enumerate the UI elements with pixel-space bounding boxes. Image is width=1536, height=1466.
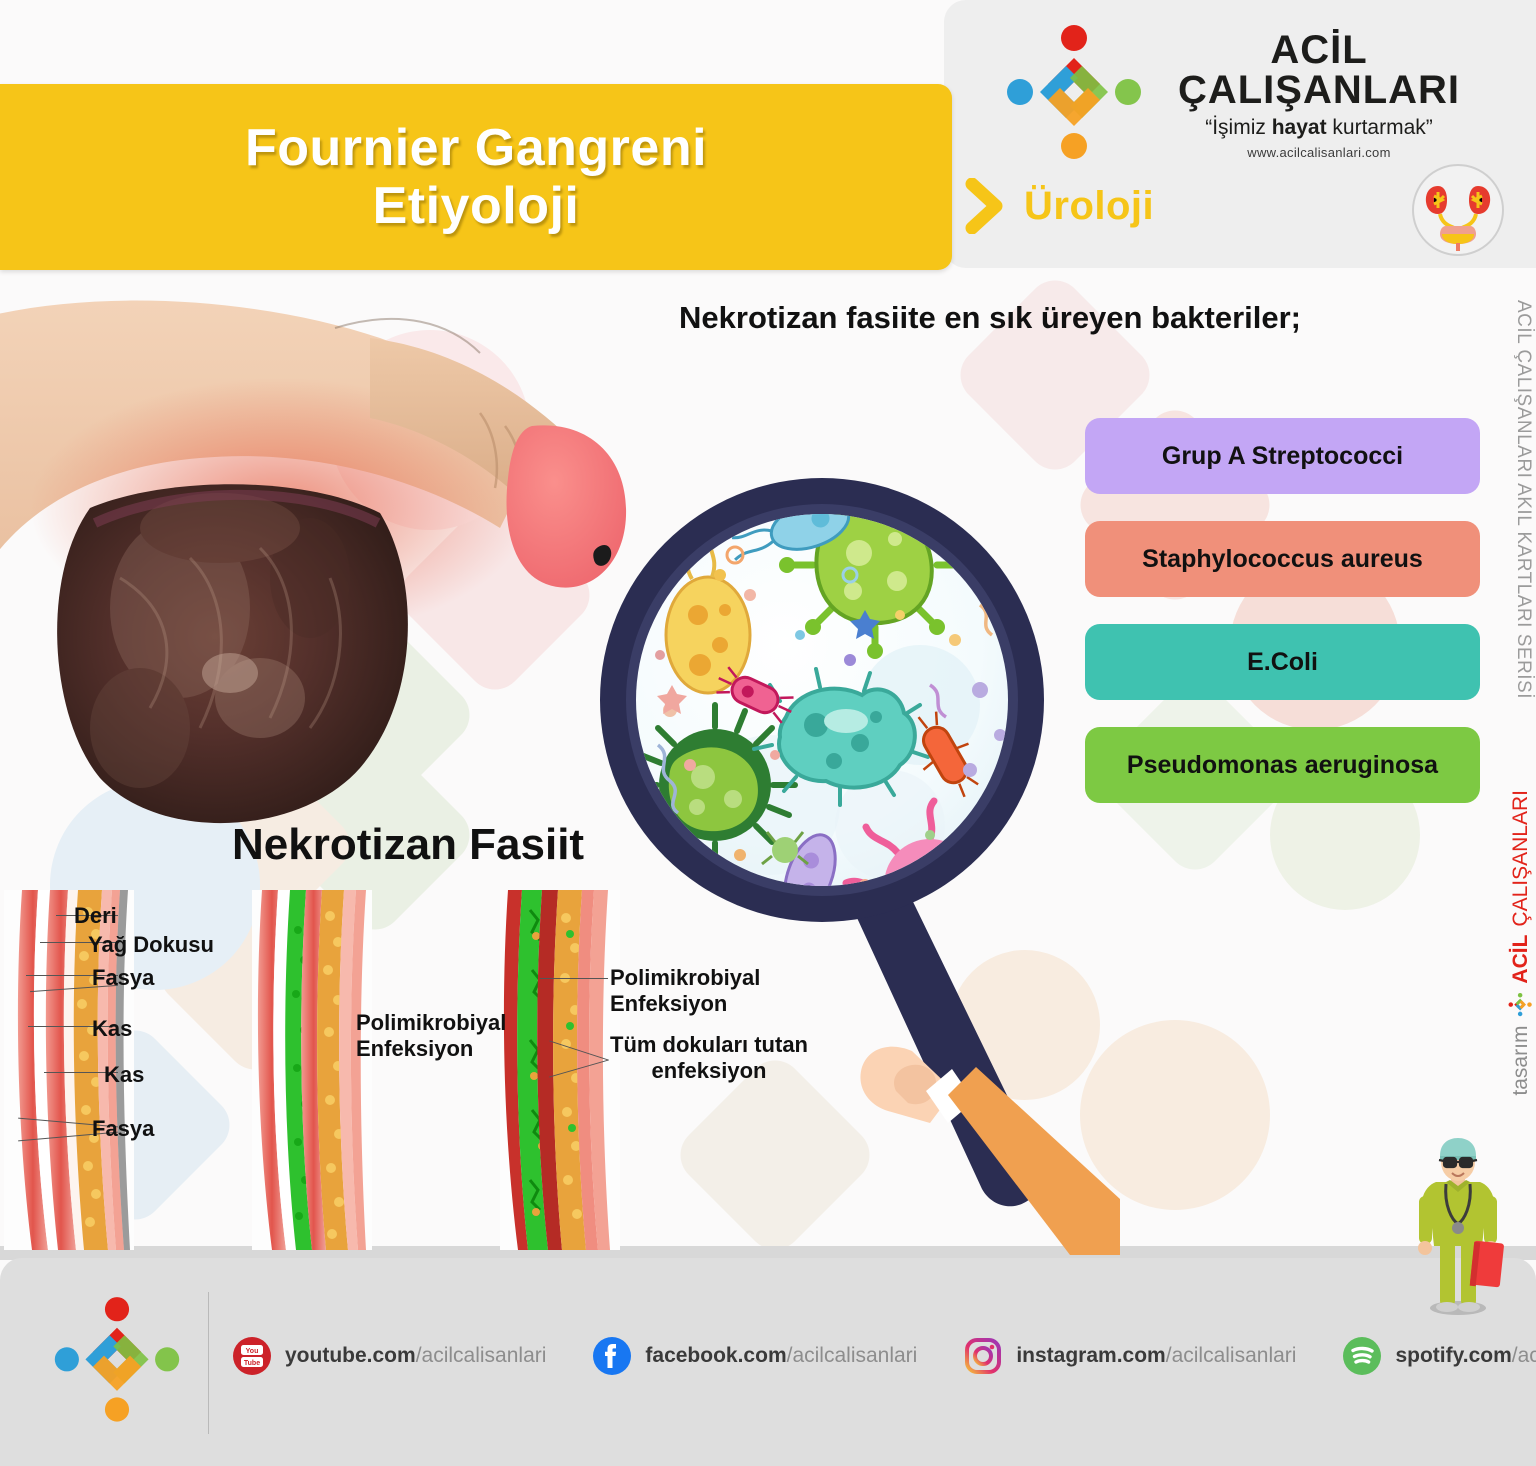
anatomy-label-fasya-2: Fasya <box>92 1116 155 1141</box>
bacteria-item-0: Grup A Streptococci <box>1085 418 1480 494</box>
social-domain-spotify: spotify.com <box>1395 1344 1512 1367</box>
kidney-bladder-icon <box>1425 186 1491 251</box>
social-domain-youtube: youtube.com <box>285 1344 416 1367</box>
social-handle-facebook: /acilcalisanlari <box>786 1344 918 1367</box>
chevron-right-icon <box>965 178 1003 234</box>
bacteria-item-2: E.Coli <box>1085 624 1480 700</box>
brand-text-block: ACİL ÇALIŞANLARI “İşimiz hayat kurtarmak… <box>1154 30 1484 160</box>
mini-acil-logo-icon <box>1508 992 1532 1017</box>
social-links-row: You Tube youtube.com/acilcalisanlari fac… <box>232 1336 1536 1376</box>
panel3-label-a-line2: Enfeksiyon <box>610 990 728 1016</box>
category-row: Üroloji <box>962 178 1154 234</box>
bacteria-label: E.Coli <box>1247 647 1318 676</box>
acil-calisanlari-logo <box>1007 25 1141 159</box>
social-handle-instagram: /acilcalisanlari <box>1165 1344 1297 1367</box>
youtube-icon: You Tube <box>233 1337 271 1375</box>
social-link-spotify[interactable]: spotify.com/acilcalisanlari <box>1342 1336 1536 1376</box>
bacteria-item-1: Staphylococcus aureus <box>1085 521 1480 597</box>
page-title: Fournier Gangreni Etiyoloji <box>245 119 707 235</box>
social-text-instagram: instagram.com/acilcalisanlari <box>1016 1344 1296 1368</box>
brand-name: ACİL ÇALIŞANLARI <box>1177 28 1461 112</box>
facebook-icon <box>593 1337 632 1375</box>
bacteria-label: Grup A Streptococci <box>1161 441 1404 470</box>
urology-icon-frame <box>1412 164 1504 256</box>
social-link-youtube[interactable]: You Tube youtube.com/acilcalisanlari <box>232 1336 546 1376</box>
tasarim-vertical-block: tasarım ACİL ÇALIŞANLARI <box>1508 790 1534 1096</box>
social-domain-facebook: facebook.com <box>645 1344 787 1367</box>
section-heading: Nekrotizan fasiite en sık üreyen bakteri… <box>679 300 1301 335</box>
bacteria-label: Pseudomonas aeruginosa <box>1126 750 1439 779</box>
bacteria-item-3: Pseudomonas aeruginosa <box>1085 727 1480 803</box>
leader-line-kas1 <box>28 1026 118 1027</box>
tasarim-brand-bold: ACİL <box>1509 934 1532 984</box>
social-text-facebook: facebook.com/acilcalisanlari <box>645 1344 917 1368</box>
instagram-icon <box>965 1338 1002 1374</box>
bacteria-label: Staphylococcus aureus <box>1142 544 1423 573</box>
footer-acil-logo <box>54 1297 180 1422</box>
slogan-pre: “İşimiz <box>1205 116 1272 139</box>
svg-text:You: You <box>246 1348 259 1355</box>
svg-text:Tube: Tube <box>244 1360 260 1367</box>
social-domain-instagram: instagram.com <box>1016 1344 1166 1367</box>
anatomy-label-panel2: Polimikrobiyal Enfeksiyon <box>356 1010 506 1062</box>
social-link-facebook[interactable]: facebook.com/acilcalisanlari <box>592 1336 917 1376</box>
social-text-youtube: youtube.com/acilcalisanlari <box>285 1344 546 1368</box>
panel2-label-line2: Enfeksiyon <box>356 1035 474 1061</box>
series-vertical-text: ACİL ÇALIŞANLARI AKIL KARTLARI SERİSİ <box>1513 300 1534 700</box>
footer: You Tube youtube.com/acilcalisanlari fac… <box>0 1258 1536 1466</box>
tasarim-brand-rest: ÇALIŞANLARI <box>1509 790 1532 927</box>
category-label: Üroloji <box>1024 183 1155 228</box>
leader-line-fasya1 <box>26 975 118 976</box>
social-text-spotify: spotify.com/acilcalisanlari <box>1395 1344 1536 1368</box>
magnifier-with-bacteria <box>600 478 1120 1255</box>
anatomy-label-panel3-polymicrobial: Polimikrobiyal Enfeksiyon <box>610 965 760 1017</box>
anatomy-label-deri: Deri <box>74 903 117 928</box>
slogan-bold: hayat <box>1271 116 1327 139</box>
leader-line-polimikrobiyal-3 <box>540 978 608 979</box>
photo-caption: Nekrotizan Fasiit <box>232 820 585 869</box>
anatomy-panel-normal <box>4 890 134 1250</box>
social-link-instagram[interactable]: instagram.com/acilcalisanlari <box>963 1336 1296 1376</box>
footer-divider <box>208 1292 209 1434</box>
title-line-2: Etiyoloji <box>372 177 580 235</box>
panel3-label-b-line2: enfeksiyon <box>651 1057 767 1083</box>
spotify-icon <box>1343 1337 1382 1375</box>
title-line-1: Fournier Gangreni <box>244 118 708 177</box>
social-handle-spotify: /acilcalisanlari <box>1511 1344 1536 1367</box>
panel3-label-b-line1: Tüm dokuları tutan <box>610 1032 808 1057</box>
bacteria-list: Grup A Streptococci Staphylococcus aureu… <box>1085 418 1480 803</box>
clinical-photo-fournier-gangrene <box>0 300 627 824</box>
slogan-post: kurtarmak” <box>1326 116 1433 139</box>
brand-panel: ACİL ÇALIŞANLARI “İşimiz hayat kurtarmak… <box>944 0 1536 268</box>
title-banner: Fournier Gangreni Etiyoloji <box>0 84 952 270</box>
brand-url: www.acilcalisanlari.com <box>1247 145 1391 160</box>
anatomy-label-yag-dokusu: Yağ Dokusu <box>88 932 214 957</box>
ground-line <box>0 1246 1536 1260</box>
anatomy-label-kas-2: Kas <box>104 1062 145 1087</box>
anatomy-label-panel3-all-tissue: Tüm dokuları tutan enfeksiyon <box>610 1032 808 1084</box>
doctor-illustration <box>1418 1138 1504 1315</box>
anatomy-label-fasya-1: Fasya <box>92 965 155 990</box>
anatomy-label-kas-1: Kas <box>92 1016 133 1041</box>
social-handle-youtube: /acilcalisanlari <box>415 1344 547 1367</box>
panel2-label-line1: Polimikrobiyal <box>356 1010 507 1035</box>
panel3-label-a-line1: Polimikrobiyal <box>610 965 761 990</box>
leader-line-deri <box>56 915 118 916</box>
anatomy-panel-polymicrobial <box>252 890 372 1250</box>
leader-line-yag <box>40 942 118 943</box>
leader-line-kas2 <box>44 1072 118 1073</box>
brand-slogan: “İşimiz hayat kurtarmak” <box>1154 116 1484 140</box>
tasarim-label: tasarım <box>1509 1025 1532 1096</box>
